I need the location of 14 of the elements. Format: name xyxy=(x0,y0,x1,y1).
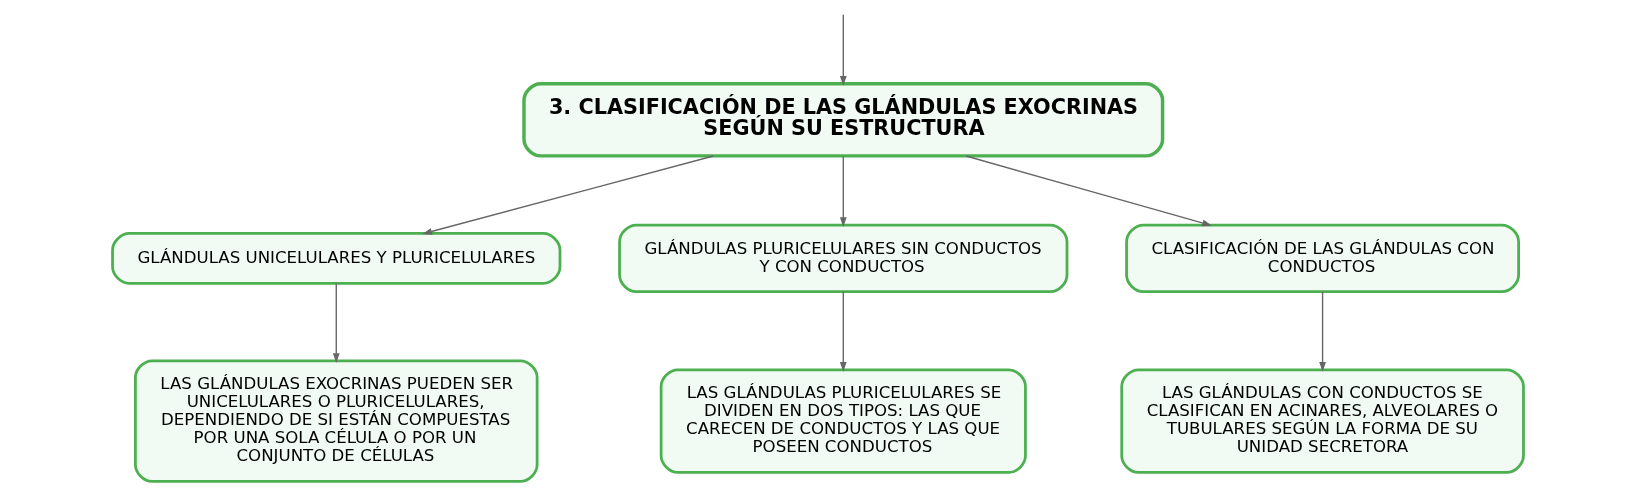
node-box: CLASIFICACIÓN DE LAS GLÁNDULAS CON CONDUCTOS xyxy=(1125,223,1520,294)
node-box: LAS GLÁNDULAS CON CONDUCTOS SE CLASIFICAN EN ACINARES, ALVEOLARES O TUBULARES SEGÚN LA FORMA DE SU UNIDAD SECRETORA xyxy=(1120,368,1525,474)
node-box: GLÁNDULAS PLURICELULARES SIN CONDUCTOS Y CON CONDUCTOS xyxy=(618,223,1069,294)
node-box: LAS GLÁNDULAS PLURICELULARES SE DIVIDEN EN DOS TIPOS: LAS QUE CARECEN DE CONDUCTOS Y LAS QUE POSEEN CONDUCTOS xyxy=(659,368,1027,474)
arrow xyxy=(422,155,715,235)
node-box: GLÁNDULAS UNICELULARES Y PLURICELULARES xyxy=(111,232,562,285)
node-box: 3. CLASIFICACIÓN DE LAS GLÁNDULAS EXOCRINAS SEGÚN SU ESTRUCTURA xyxy=(522,82,1165,158)
arrow xyxy=(839,13,847,86)
arrow xyxy=(839,291,847,372)
arrow xyxy=(839,155,847,228)
arrow xyxy=(1319,291,1326,372)
arrow xyxy=(965,155,1212,227)
arrow xyxy=(332,282,340,363)
node-box: LAS GLÁNDULAS EXOCRINAS PUEDEN SER UNICELULARES O PLURICELULARES, DEPENDIENDO DE SI ESTÁN COMPUESTAS POR UNA SOLA CÉLULA O POR UN CONJUNTO DE CÉLULAS xyxy=(134,359,539,483)
